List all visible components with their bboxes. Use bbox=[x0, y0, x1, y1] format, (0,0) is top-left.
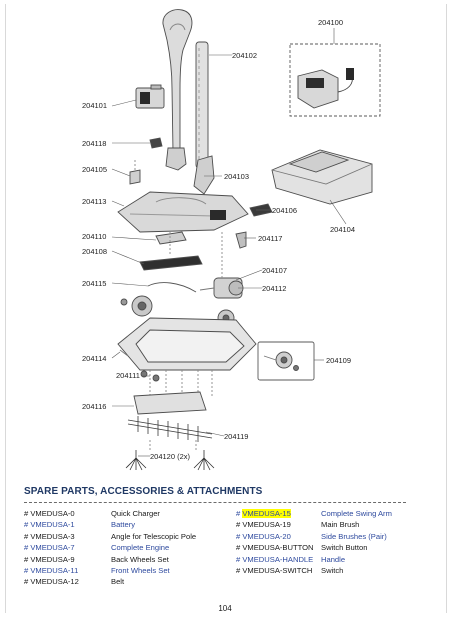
part-description: Front Wheels Set bbox=[111, 565, 170, 575]
callout-204104: 204104 bbox=[330, 225, 356, 234]
top-cover-part bbox=[117, 191, 249, 233]
part-code: # VMEDUSA-15 bbox=[236, 508, 291, 519]
callout-204105: 204105 bbox=[82, 165, 108, 174]
part-row: # VMEDUSA-1 Battery bbox=[24, 519, 224, 530]
part-code: # VMEDUSA-SWITCH bbox=[236, 565, 313, 575]
part-code: # VMEDUSA-BUTTON bbox=[236, 543, 314, 553]
callout-204111: 204111 bbox=[116, 371, 140, 380]
battery-part bbox=[135, 84, 165, 109]
side-brushes-part bbox=[125, 450, 215, 471]
part-row: # VMEDUSA-7 Complete Engine bbox=[24, 542, 224, 553]
page-frame bbox=[5, 4, 447, 613]
part-description: Handle bbox=[321, 554, 346, 564]
callout-204118: 204118 bbox=[82, 139, 107, 148]
callout-204109: 204109 bbox=[326, 356, 352, 365]
part-description: Complete Engine bbox=[111, 543, 170, 553]
swing-arm-box bbox=[257, 341, 315, 381]
part-description: Quick Charger bbox=[111, 509, 160, 518]
highlighted-part-code: VMEDUSA-15 bbox=[242, 509, 291, 518]
part-code: # VMEDUSA-1 bbox=[24, 520, 75, 530]
part-code: # VMEDUSA-3 bbox=[24, 531, 75, 541]
part-description: Switch bbox=[321, 565, 344, 575]
part-description: Angle for Telescopic Pole bbox=[111, 531, 197, 541]
part-row: # VMEDUSA-SWITCH Switch bbox=[236, 565, 416, 576]
part-row: # VMEDUSA-12 Belt bbox=[24, 576, 224, 587]
section-title: SPARE PARTS, ACCESSORIES & ATTACHMENTS bbox=[24, 486, 263, 497]
part-row: # VMEDUSA-20 Side Brushes (Pair) bbox=[236, 531, 416, 542]
part-code: # VMEDUSA-19 bbox=[236, 520, 291, 530]
part-description: Belt bbox=[111, 577, 125, 587]
exploded-view-diagram bbox=[111, 9, 381, 471]
part-code: # VMEDUSA-11 bbox=[24, 565, 79, 575]
part-row: # VMEDUSA-15 Complete Swing Arm bbox=[236, 508, 416, 519]
callout-204113: 204113 bbox=[82, 197, 107, 206]
part-description: Battery bbox=[111, 520, 136, 530]
callout-204102: 204102 bbox=[232, 51, 258, 60]
part-row: # VMEDUSA-HANDLE Handle bbox=[236, 554, 416, 565]
callout-204107: 204107 bbox=[262, 266, 288, 275]
part-code: # VMEDUSA-0 bbox=[24, 509, 75, 518]
callout-204101: 204101 bbox=[82, 101, 108, 110]
callout-204110: 204110 bbox=[82, 232, 107, 241]
part-row: # VMEDUSA-9 Back Wheels Set bbox=[24, 554, 224, 565]
parts-list-left: # VMEDUSA-0 Quick Charger # VMEDUSA-1 Ba… bbox=[24, 508, 224, 588]
part-row: # VMEDUSA-19 Main Brush bbox=[236, 519, 416, 530]
parts-list-right: # VMEDUSA-15 Complete Swing Arm # VMEDUS… bbox=[236, 508, 416, 576]
callout-204116: 204116 bbox=[82, 402, 107, 411]
part-description: Back Wheels Set bbox=[111, 554, 169, 564]
part-description: Switch Button bbox=[321, 543, 368, 553]
charger-box bbox=[289, 43, 381, 117]
section-divider bbox=[24, 502, 406, 503]
part-code: # VMEDUSA-12 bbox=[24, 577, 79, 587]
callout-204108: 204108 bbox=[82, 247, 108, 256]
callout-204103: 204103 bbox=[224, 172, 250, 181]
part-row: # VMEDUSA-3 Angle for Telescopic Pole bbox=[24, 531, 224, 542]
part-code-prefix: # bbox=[236, 509, 243, 518]
part-row: # VMEDUSA-BUTTON Switch Button bbox=[236, 542, 416, 553]
part-row: # VMEDUSA-0 Quick Charger bbox=[24, 508, 224, 519]
callout-204114: 204114 bbox=[82, 354, 107, 363]
part-code: # VMEDUSA-7 bbox=[24, 543, 75, 553]
charger-part bbox=[297, 68, 354, 109]
part-row: # VMEDUSA-11 Front Wheels Set bbox=[24, 565, 224, 576]
leader-lines bbox=[111, 28, 347, 457]
callout-204100: 204100 bbox=[318, 18, 344, 27]
callout-204120: 204120 (2x) bbox=[150, 452, 191, 461]
part-description: Complete Swing Arm bbox=[321, 509, 392, 518]
callout-204115: 204115 bbox=[82, 279, 107, 288]
main-brush-part bbox=[127, 416, 213, 442]
callout-204117: 204117 bbox=[258, 234, 283, 243]
motor-part bbox=[199, 277, 244, 299]
part-code: # VMEDUSA-HANDLE bbox=[236, 554, 314, 564]
tube-part bbox=[195, 41, 209, 169]
part-description: Side Brushes (Pair) bbox=[321, 531, 387, 541]
handle-part bbox=[162, 9, 193, 153]
part-description: Main Brush bbox=[321, 520, 360, 530]
page-number: 104 bbox=[218, 604, 232, 613]
part-code: # VMEDUSA-9 bbox=[24, 554, 75, 564]
callout-204119: 204119 bbox=[224, 432, 249, 441]
part-code: # VMEDUSA-20 bbox=[236, 531, 291, 541]
callout-204106: 204106 bbox=[272, 206, 298, 215]
callout-204112: 204112 bbox=[262, 284, 287, 293]
